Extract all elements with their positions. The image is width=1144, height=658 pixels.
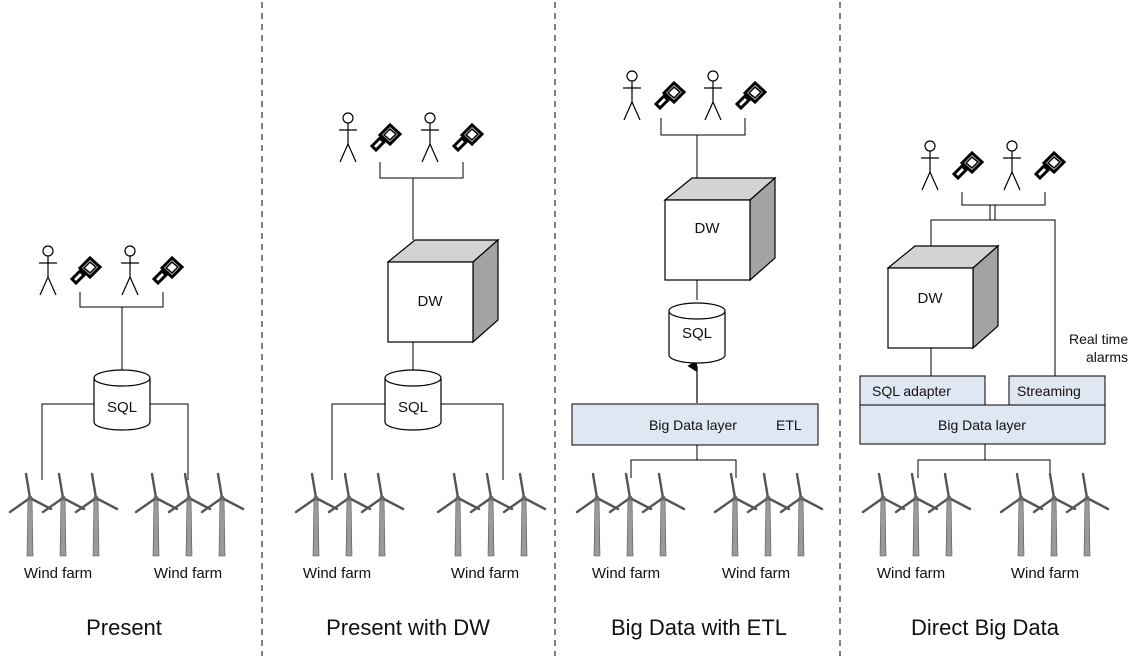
panel-direct-big-data: DW SQL adapter Streaming Big Data layer … — [859, 140, 1128, 640]
sql-database: SQL — [384, 369, 442, 431]
wind-farm-label: Wind farm — [592, 565, 660, 582]
wind-turbine-icon — [134, 472, 179, 558]
big-data-layer: Big Data layer ETL — [571, 403, 819, 446]
connector-lines — [41, 292, 189, 480]
dw-label: DW — [918, 290, 944, 307]
wind-turbine-icon — [927, 472, 972, 558]
computer-icon — [1034, 151, 1066, 180]
panel-separators — [261, 2, 841, 656]
user-icon — [38, 245, 58, 296]
streaming-label: Streaming — [1017, 383, 1081, 399]
wind-farm-label: Wind farm — [154, 565, 222, 582]
wind-turbines — [294, 472, 547, 558]
user-group — [920, 140, 1066, 191]
sql-label: SQL — [682, 325, 712, 342]
wind-turbine-icon — [894, 472, 939, 558]
wind-turbine-icon — [8, 472, 53, 558]
wind-turbine-icon — [41, 472, 86, 558]
wind-turbine-icon — [608, 472, 653, 558]
wind-turbine-icon — [74, 472, 119, 558]
wind-turbine-icon — [360, 472, 405, 558]
user-icon — [420, 112, 440, 163]
wind-turbine-icon — [641, 472, 686, 558]
user-icon — [338, 112, 358, 163]
wind-farm-label: Wind farm — [451, 565, 519, 582]
wind-turbines — [575, 472, 824, 558]
computer-icon — [735, 81, 767, 110]
wind-farm-label: Wind farm — [877, 565, 945, 582]
wind-turbine-icon — [1065, 472, 1110, 558]
wind-turbine-icon — [469, 472, 514, 558]
wind-turbine-icon — [999, 472, 1044, 558]
big-data-layer-label: Big Data layer — [938, 417, 1026, 433]
user-group — [38, 245, 184, 296]
panel-present: SQL Wind farm Wind farm Present — [8, 245, 245, 640]
wind-farm-label: Wind farm — [303, 565, 371, 582]
computer-icon — [952, 151, 984, 180]
wind-turbine-icon — [575, 472, 620, 558]
wind-turbine-icon — [200, 472, 245, 558]
panel-big-data-with-etl: DW SQL Big Data layer ETL Wind farm Wind… — [571, 70, 824, 640]
dw-cube: DW — [664, 177, 776, 281]
wind-farm-label: Wind farm — [24, 565, 92, 582]
sql-database: SQL — [93, 369, 151, 431]
wind-turbine-icon — [713, 472, 758, 558]
wind-turbine-icon — [436, 472, 481, 558]
user-icon — [622, 70, 642, 121]
wind-turbine-icon — [327, 472, 372, 558]
wind-farm-label: Wind farm — [1011, 565, 1079, 582]
real-time-alarms-label: Real time — [1069, 331, 1128, 347]
wind-turbines — [8, 472, 245, 558]
wind-turbine-icon — [861, 472, 906, 558]
wind-turbine-icon — [502, 472, 547, 558]
dw-label: DW — [418, 293, 444, 310]
wind-turbine-icon — [167, 472, 212, 558]
data-warehouse-cube-icon — [387, 239, 499, 343]
panel-present-with-dw: DW SQL Wind farm Wind farm Present with … — [294, 112, 547, 640]
real-time-alarms-label-line2: alarms — [1086, 349, 1128, 365]
user-icon — [920, 140, 940, 191]
computer-icon — [152, 256, 184, 285]
streaming-box: Streaming — [1008, 375, 1106, 406]
wind-farm-label: Wind farm — [722, 565, 790, 582]
user-group — [622, 70, 767, 121]
wind-turbines — [861, 472, 1110, 558]
user-icon — [120, 245, 140, 296]
computer-icon — [654, 81, 686, 110]
wind-turbine-icon — [746, 472, 791, 558]
user-icon — [1002, 140, 1022, 191]
computer-icon — [370, 123, 402, 152]
panel-caption: Direct Big Data — [911, 615, 1060, 640]
dw-cube: DW — [387, 239, 499, 343]
sql-label: SQL — [107, 399, 137, 416]
wind-turbine-icon — [294, 472, 339, 558]
sql-adapter-label: SQL adapter — [872, 383, 951, 399]
sql-adapter-box: SQL adapter — [859, 375, 986, 406]
data-warehouse-cube-icon — [664, 177, 776, 281]
wind-turbine-icon — [1032, 472, 1077, 558]
dw-label: DW — [695, 220, 721, 237]
data-warehouse-cube-icon — [887, 245, 999, 349]
etl-label: ETL — [776, 417, 802, 433]
big-data-layer: Big Data layer — [859, 404, 1106, 445]
dw-cube: DW — [887, 245, 999, 349]
sql-database: SQL — [668, 302, 726, 364]
panel-caption: Big Data with ETL — [611, 615, 787, 640]
computer-icon — [452, 123, 484, 152]
panel-caption: Present — [86, 615, 162, 640]
connector-lines — [331, 162, 504, 480]
user-icon — [703, 70, 723, 121]
big-data-layer-label: Big Data layer — [649, 417, 737, 433]
panel-caption: Present with DW — [326, 615, 490, 640]
computer-icon — [70, 256, 102, 285]
user-group — [338, 112, 484, 163]
sql-label: SQL — [398, 399, 428, 416]
wind-turbine-icon — [779, 472, 824, 558]
